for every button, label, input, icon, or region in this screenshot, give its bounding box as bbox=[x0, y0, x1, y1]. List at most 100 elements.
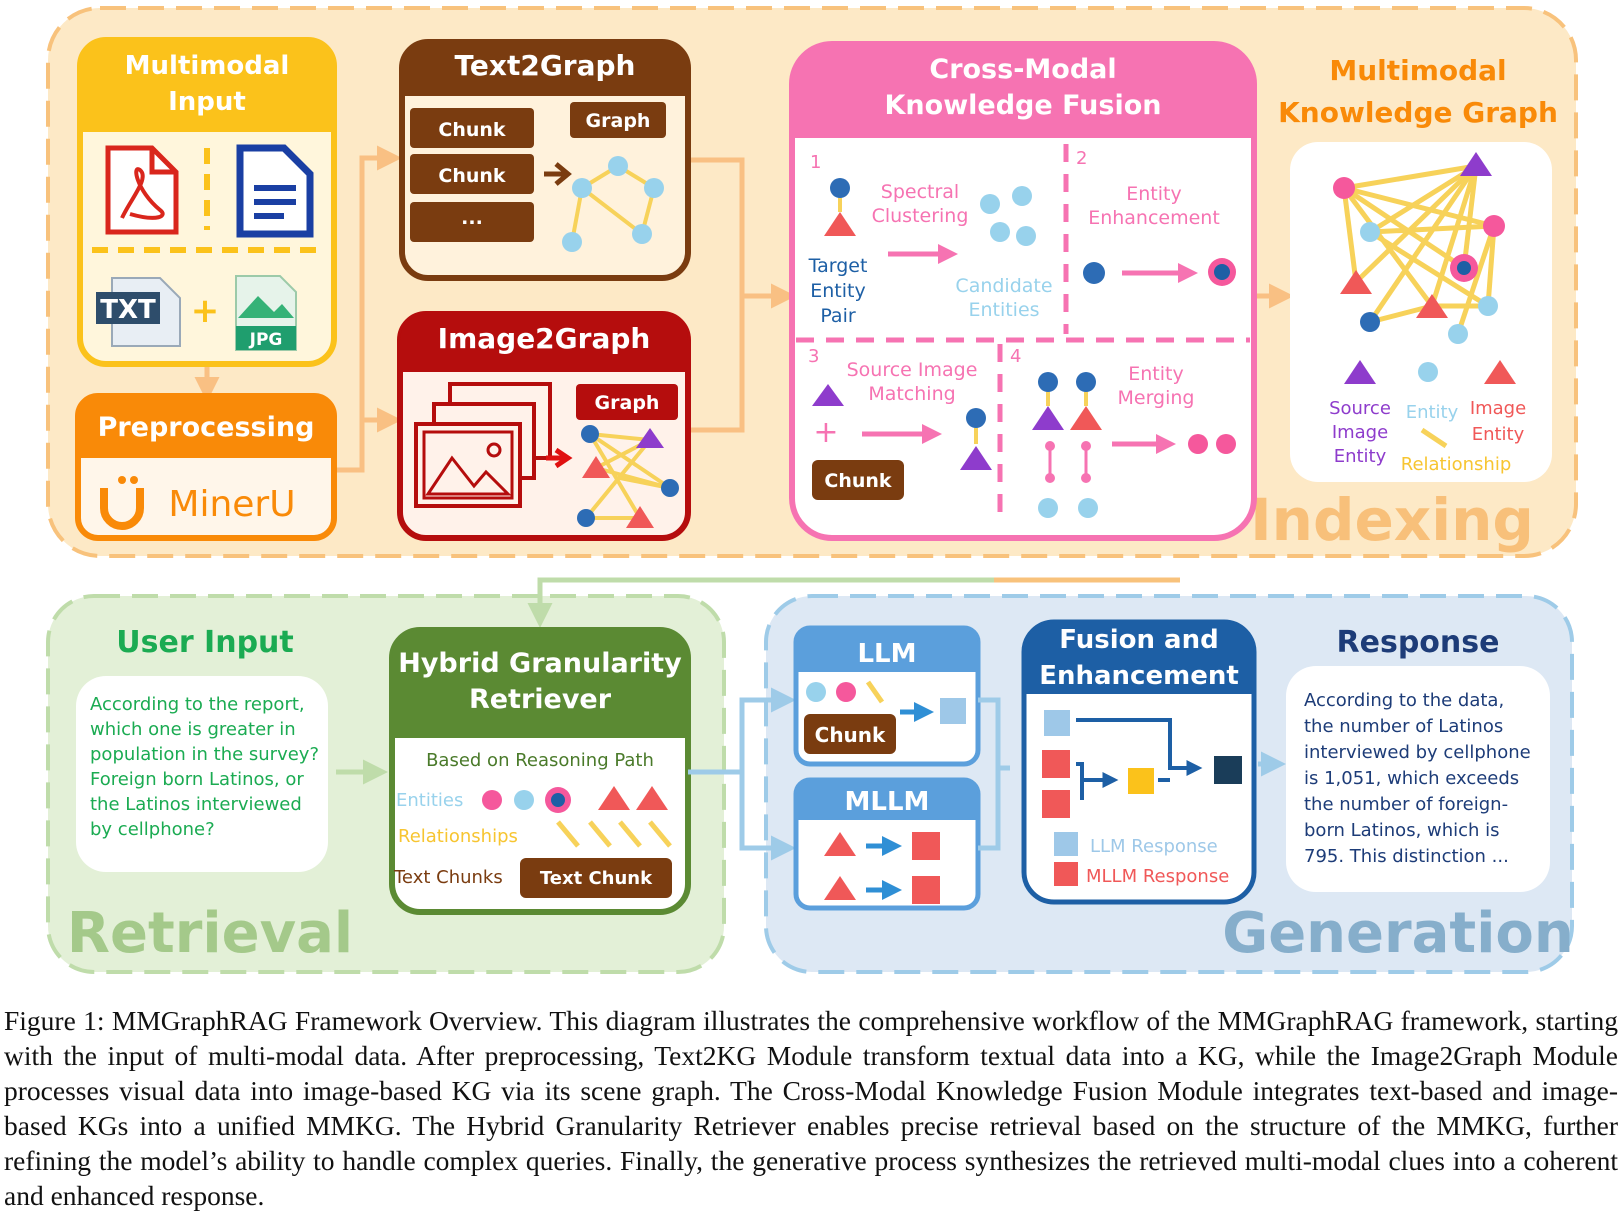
mmkg-title-1: Multimodal bbox=[1329, 54, 1506, 87]
target-label-1: Target bbox=[808, 255, 868, 277]
response-line-1: According to the data, bbox=[1304, 690, 1504, 711]
candidate-label-2: Entities bbox=[968, 299, 1039, 321]
enhancement-label-1: Entity bbox=[1126, 183, 1181, 205]
response-line-4: is 1,051, which exceeds bbox=[1304, 768, 1519, 789]
merging-label-2: Merging bbox=[1117, 387, 1194, 409]
user-input-line-2: which one is greater in bbox=[90, 719, 296, 740]
response-line-5: the number of foreign- bbox=[1304, 794, 1508, 815]
response-bubble: According to the data, the number of Lat… bbox=[1286, 666, 1550, 892]
fusion-enh-title-1: Fusion and bbox=[1059, 625, 1218, 655]
text2graph-chunk-1: Chunk bbox=[438, 119, 506, 141]
user-input-line-4: Foreign born Latinos, or bbox=[90, 769, 304, 790]
user-input-line-5: the Latinos interviewed bbox=[90, 794, 302, 815]
target-entity-node bbox=[830, 178, 850, 198]
legend-image-1: Image bbox=[1470, 398, 1526, 419]
llm-title: LLM bbox=[857, 639, 916, 669]
mllm-title: MLLM bbox=[845, 787, 930, 817]
arrow-retriever-to-llm bbox=[688, 687, 796, 775]
step-3-number: 3 bbox=[808, 346, 819, 367]
candidate-label-1: Candidate bbox=[955, 275, 1052, 297]
response-line-7: 795. This distinction ... bbox=[1304, 846, 1509, 867]
arrow-retriever-to-mllm bbox=[739, 772, 796, 861]
mineru-logo-icon bbox=[100, 476, 144, 530]
spectral-label-2: Clustering bbox=[872, 205, 969, 227]
multimodal-input-panel: Multimodal Input TXT + JPG bbox=[77, 37, 337, 367]
target-entity-triangle bbox=[824, 212, 856, 236]
image-to-graph-arrow bbox=[546, 447, 573, 469]
mllm-panel: MLLM bbox=[793, 777, 981, 911]
text2graph-title: Text2Graph bbox=[455, 49, 636, 82]
legend-source-1: Source bbox=[1329, 398, 1391, 419]
fusion-title-2: Knowledge Fusion bbox=[885, 90, 1162, 121]
response-line-2: the number of Latinos bbox=[1304, 716, 1503, 737]
image2graph-graph-label: Graph bbox=[595, 392, 660, 414]
response-line-3: interviewed by cellphone bbox=[1304, 742, 1531, 763]
multimodal-input-title-1: Multimodal bbox=[125, 51, 290, 81]
legend-entity: Entity bbox=[1406, 402, 1459, 423]
target-label-2: Entity bbox=[810, 280, 865, 302]
input-plus: + bbox=[191, 291, 220, 331]
llm-response-label: LLM Response bbox=[1090, 836, 1218, 857]
fusion-panel: Cross-Modal Knowledge Fusion 1 Spectral … bbox=[789, 41, 1257, 541]
arrow-preproc-to-text2graph bbox=[336, 145, 402, 473]
arrow-llm-to-fusion bbox=[978, 697, 1010, 771]
retriever-text-chunk: Text Chunk bbox=[540, 868, 653, 889]
text2graph-chunk-2: Chunk bbox=[438, 165, 506, 187]
matching-chunk: Chunk bbox=[824, 470, 892, 492]
caption-text: Figure 1: MMGraphRAG Framework Overview.… bbox=[4, 1005, 1618, 1211]
fusion-enhancement-panel: Fusion and Enhancement LLM Response MLLM… bbox=[1021, 619, 1257, 905]
figure-caption: Figure 1: MMGraphRAG Framework Overview.… bbox=[4, 1003, 1618, 1213]
multimodal-input-title-2: Input bbox=[168, 87, 246, 117]
user-input-line-1: According to the report, bbox=[90, 694, 305, 715]
retrieval-label: Retrieval bbox=[67, 901, 353, 966]
framework-diagram: Indexing Retrieval Generation Multimodal… bbox=[46, 6, 1578, 974]
user-input-line-3: population in the survey? bbox=[90, 744, 319, 765]
image-stack-icon bbox=[414, 382, 552, 508]
retriever-title-1: Hybrid Granularity bbox=[398, 648, 682, 679]
arrow-graphs-to-fusion bbox=[690, 157, 786, 433]
legend-source-2: Image bbox=[1332, 422, 1388, 443]
legend-image-2: Entity bbox=[1472, 424, 1525, 445]
response-line-6: born Latinos, which is bbox=[1304, 820, 1500, 841]
mmkg-graph bbox=[1333, 152, 1505, 344]
retriever-panel: Hybrid Granularity Retriever Based on Re… bbox=[389, 627, 691, 915]
retriever-relationships-label: Relationships bbox=[398, 826, 518, 847]
preprocessing-title: Preprocessing bbox=[98, 412, 315, 443]
arrow-indexing-to-retriever bbox=[527, 577, 994, 628]
target-label-3: Pair bbox=[820, 305, 856, 327]
preprocessing-panel: Preprocessing MinerU bbox=[75, 393, 337, 541]
text2graph-graph-label: Graph bbox=[586, 110, 651, 132]
retriever-title-2: Retriever bbox=[469, 684, 612, 715]
llm-panel: LLM Chunk bbox=[793, 625, 981, 767]
arrow-mllm-to-fusion bbox=[978, 768, 1001, 851]
spectral-label-1: Spectral bbox=[881, 181, 959, 203]
chunk-to-graph-arrow bbox=[544, 162, 572, 186]
mmkg-panel: Multimodal Knowledge Graph bbox=[1278, 54, 1558, 482]
user-input-line-6: by cellphone? bbox=[90, 819, 215, 840]
step-2-number: 2 bbox=[1076, 148, 1087, 169]
txt-file-icon: TXT bbox=[96, 277, 181, 347]
mineru-label: MinerU bbox=[168, 484, 295, 525]
step-1-number: 1 bbox=[810, 152, 821, 173]
fusion-enh-title-2: Enhancement bbox=[1039, 661, 1239, 691]
step-4-number: 4 bbox=[1010, 346, 1021, 367]
txt-label: TXT bbox=[100, 295, 156, 325]
retriever-entities-label: Entities bbox=[396, 790, 463, 811]
text2graph-mini-graph bbox=[562, 156, 664, 252]
merging-label-1: Entity bbox=[1128, 363, 1183, 385]
user-input-title: User Input bbox=[116, 625, 294, 660]
image2graph-mini-graph bbox=[577, 425, 679, 528]
indexing-label: Indexing bbox=[1250, 486, 1534, 554]
fusion-title-1: Cross-Modal bbox=[929, 54, 1116, 85]
legend-relationship: Relationship bbox=[1401, 454, 1512, 475]
matching-label-1: Source Image bbox=[847, 359, 978, 381]
pdf-file-icon bbox=[105, 145, 179, 235]
generation-label: Generation bbox=[1222, 901, 1574, 966]
jpg-label: JPG bbox=[249, 330, 283, 350]
mmkg-legend: Source Image Entity Entity Image Entity … bbox=[1329, 360, 1526, 475]
mllm-response-label: MLLM Response bbox=[1086, 866, 1229, 887]
retriever-text-chunks-label: Text Chunks bbox=[393, 867, 503, 888]
image2graph-title: Image2Graph bbox=[438, 322, 651, 355]
text2graph-panel: Text2Graph Chunk Chunk ... Graph bbox=[399, 39, 691, 281]
llm-output-square bbox=[940, 698, 966, 724]
